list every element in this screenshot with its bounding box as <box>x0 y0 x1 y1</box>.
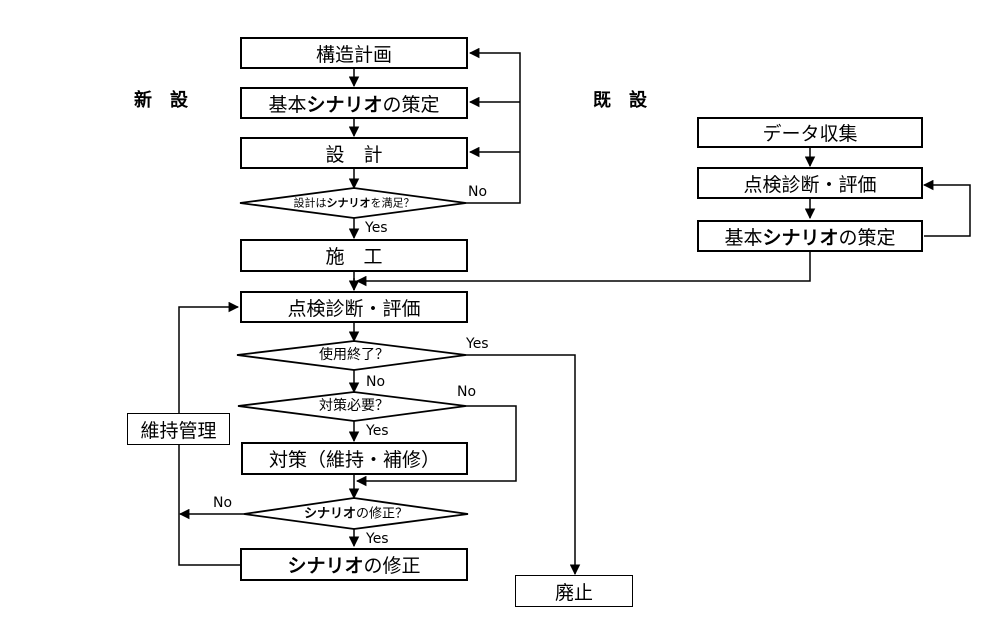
decision-scenario-revision <box>243 497 469 530</box>
box-countermeasure-label: 対策（維持・補修） <box>268 449 440 471</box>
decision-design-satisfies-label: 設計はシナリオを満足？ <box>294 198 415 209</box>
box-decommission-label: 廃止 <box>554 581 593 604</box>
label-yes-design: Yes <box>365 220 388 236</box>
label-suffix: の策定 <box>382 93 440 116</box>
box-maintenance-management-label: 維持管理 <box>140 419 217 442</box>
box-construction: 施 工 <box>240 239 468 272</box>
decision-end-of-use-label: 使用終了？ <box>319 347 389 363</box>
box-scenario-formulation: 基本シナリオの策定 <box>240 87 468 119</box>
merge-existing <box>355 251 811 287</box>
label-yes-scenario: Yes <box>366 531 389 547</box>
label-no-end: No <box>366 374 386 390</box>
label-prefix: 設計は <box>293 196 327 210</box>
label-prefix: 基本 <box>268 93 307 116</box>
label-bold: シナリオ <box>762 226 839 249</box>
box-maintenance-management: 維持管理 <box>127 413 230 445</box>
loop-existing <box>922 179 971 237</box>
arrow-yes-to-decommission <box>466 354 581 576</box>
label-no-scenario: No <box>213 495 233 511</box>
box-structural-plan: 構造計画 <box>240 37 468 69</box>
label-prefix: 基本 <box>724 226 763 249</box>
label-yes-end: Yes <box>466 336 489 352</box>
box-data-collection-label: データ収集 <box>762 123 858 145</box>
box-existing-inspection-label: 点検診断・評価 <box>743 173 877 196</box>
decision-scenario-revision-label: シナリオの修正？ <box>304 508 408 521</box>
heading-new-construction: 新 設 <box>134 90 188 111</box>
label-yes-counter: Yes <box>366 423 389 439</box>
loop-no-to-plan <box>466 47 521 204</box>
label-no-design: No <box>468 184 488 200</box>
box-data-collection: データ収集 <box>697 117 923 148</box>
box-countermeasure: 対策（維持・補修） <box>241 442 468 475</box>
box-inspection-label: 点検診断・評価 <box>287 297 421 320</box>
label-suffix: の策定 <box>838 226 896 249</box>
box-existing-inspection: 点検診断・評価 <box>697 167 923 199</box>
box-structural-plan-label: 構造計画 <box>315 43 392 66</box>
box-design-label: 設 計 <box>325 143 383 166</box>
box-decommission: 廃止 <box>515 575 633 607</box>
box-inspection: 点検診断・評価 <box>240 291 468 323</box>
label-bold: シナリオ <box>306 93 383 116</box>
box-existing-scenario: 基本シナリオの策定 <box>697 220 923 252</box>
label-bold: シナリオ <box>326 196 371 210</box>
label-no-counter: No <box>457 384 477 400</box>
decision-countermeasure-needed <box>237 391 467 422</box>
label-suffix: の修正？ <box>356 506 409 522</box>
arrow-no-to-merge <box>355 405 517 487</box>
decision-end-of-use <box>236 340 467 371</box>
decision-countermeasure-needed-label: 対策必要？ <box>319 398 389 414</box>
label-suffix: を満足？ <box>370 196 415 210</box>
decision-design-satisfies <box>239 187 467 219</box>
box-scenario-revision: シナリオの修正 <box>240 548 468 581</box>
box-design: 設 計 <box>240 137 468 169</box>
label-bold: シナリオ <box>303 506 356 522</box>
heading-existing: 既 設 <box>593 90 647 111</box>
label-bold: シナリオ <box>287 555 364 577</box>
box-construction-label: 施 工 <box>325 246 383 268</box>
label-suffix: の修正 <box>363 555 421 577</box>
